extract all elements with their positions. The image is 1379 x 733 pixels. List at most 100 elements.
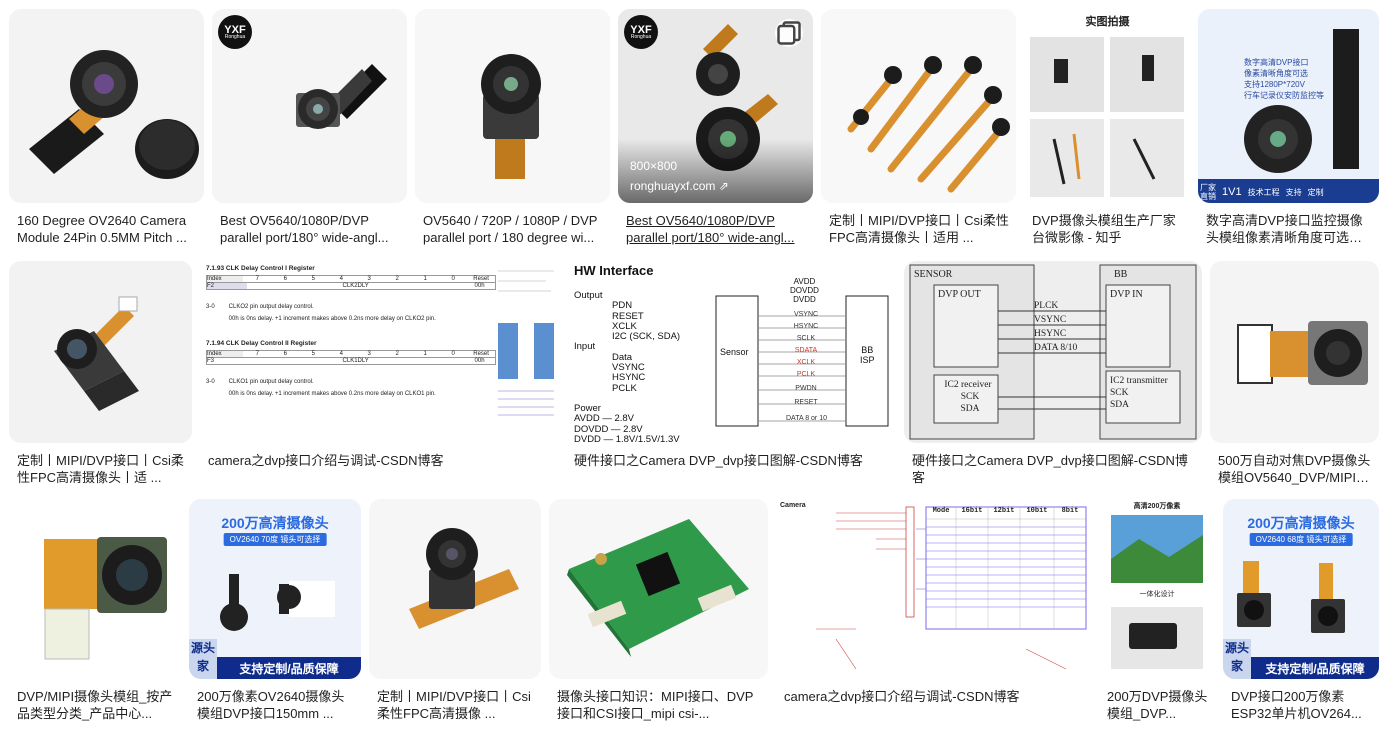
result-thumbnail[interactable]: HW Interface Output PDN RESET XCLK I2C (… (566, 261, 897, 443)
result-thumbnail[interactable] (415, 9, 610, 203)
bb-label: BB (1114, 269, 1128, 280)
pcb-board-image (549, 499, 768, 679)
image-result-3-1[interactable]: DVP/MIPI摄像头模组_按产品类型分类_产品中心... (9, 499, 181, 729)
image-size-label: 800×800 (630, 159, 678, 173)
ad-mid-label: 一体化设计 (1139, 591, 1175, 598)
result-caption[interactable]: 硬件接口之Camera DVP_dvp接口图解-CSDN博客 (912, 453, 1188, 485)
camera-module-image (1210, 261, 1379, 443)
result-caption[interactable]: 定制丨MIPI/DVP接口丨Csi柔性FPC高清摄像头丨适 ... (17, 453, 184, 485)
result-thumbnail[interactable] (9, 499, 181, 679)
image-result-2-3[interactable]: HW Interface Output PDN RESET XCLK I2C (… (566, 261, 897, 491)
result-caption[interactable]: DVP摄像头模组生产厂家 台微影像 - 知乎 (1032, 213, 1176, 245)
image-result-2-1[interactable]: 定制丨MIPI/DVP接口丨Csi柔性FPC高清摄像头丨适 ... (9, 261, 192, 491)
image-result-2-5[interactable]: 500万自动对焦DVP摄像头模组OV5640_DVP/MIPI摄 ... (1210, 261, 1379, 491)
dvp-in-label: DVP IN (1110, 289, 1143, 300)
result-thumbnail[interactable]: 200万高清摄像头 OV2640 68度 镜头可选择 支持定制/品质保障 源头家 (1223, 499, 1379, 679)
ad-side-label: 源头家 (189, 639, 217, 679)
result-caption[interactable]: 摄像头接口知识：MIPI接口、DVP接口和CSI接口_mipi csi-... (557, 689, 754, 721)
image-result-2-2[interactable]: 7.1.93 CLK Delay Control I Register Inde… (200, 261, 558, 491)
side-diagram-image (498, 270, 554, 416)
result-caption[interactable]: 数字高清DVP接口监控摄像头模组像素清晰角度可选支 ... (1206, 213, 1363, 245)
sensor-label: SENSOR (914, 269, 953, 280)
photo-label: 实图拍摄 (1085, 16, 1130, 28)
source-domain-link[interactable]: ronghuayxf.com ⇗ (630, 179, 729, 193)
dvp-block-diagram (909, 264, 1197, 440)
result-thumbnail[interactable]: 200万高清摄像头 OV2640 70度 镜头可选择 支持定制/品质保障 源头家 (189, 499, 361, 679)
dvp-out-label: DVP OUT (938, 289, 981, 300)
camera-module-ad-image (1198, 9, 1379, 203)
result-thumbnail[interactable]: Camera (776, 499, 1091, 679)
image-result-3-2[interactable]: 200万高清摄像头 OV2640 70度 镜头可选择 支持定制/品质保障 源头家… (189, 499, 361, 729)
camera-module-image (189, 499, 361, 679)
image-result-3-3[interactable]: 定制丨MIPI/DVP接口丨Csi柔性FPC高清摄像 ... (369, 499, 541, 729)
result-thumbnail[interactable] (369, 499, 541, 679)
result-caption[interactable]: 200万DVP摄像头模组_DVP... (1107, 689, 1208, 721)
schematic-heading: Camera (780, 502, 806, 509)
image-result-3-4[interactable]: 摄像头接口知识：MIPI接口、DVP接口和CSI接口_mipi csi-... (549, 499, 768, 729)
image-result-3-5[interactable]: Camera (776, 499, 1091, 729)
result-thumbnail[interactable] (1210, 261, 1379, 443)
save-to-collection-button[interactable] (775, 19, 803, 47)
result-caption[interactable]: 硬件接口之Camera DVP_dvp接口图解-CSDN博客 (574, 453, 863, 468)
result-caption[interactable]: OV5640 / 720P / 1080P / DVP parallel por… (423, 213, 598, 245)
result-caption[interactable]: 定制丨MIPI/DVP接口丨Csi柔性FPC高清摄像头丨适用 ... (829, 213, 1009, 245)
result-thumbnail[interactable]: 7.1.93 CLK Delay Control I Register Inde… (200, 261, 558, 443)
result-caption[interactable]: 160 Degree OV2640 Camera Module 24Pin 0.… (17, 213, 187, 245)
image-result-1-3[interactable]: OV5640 / 720P / 1080P / DVP parallel por… (415, 9, 610, 249)
ad-subtitle: OV2640 68度 镜头可选择 (1249, 533, 1353, 546)
result-thumbnail[interactable]: 高清200万像素 一体化设计 (1099, 499, 1215, 679)
image-result-3-7[interactable]: 200万高清摄像头 OV2640 68度 镜头可选择 支持定制/品质保障 源头家… (1223, 499, 1379, 729)
mode-table-header: Mode 16bit 12bit 10bit 8bit (932, 507, 1079, 515)
result-caption[interactable]: DVP接口200万像素ESP32单片机OV264... (1231, 689, 1362, 721)
ad-footer: 支持定制/品质保障 (217, 657, 361, 679)
result-thumbnail[interactable] (821, 9, 1016, 203)
image-result-1-6[interactable]: 实图拍摄 DVP摄像头模组生产厂家 台微影像 - 知乎 (1024, 9, 1191, 249)
result-thumbnail[interactable] (9, 9, 204, 203)
image-result-1-1[interactable]: 160 Degree OV2640 Camera Module 24Pin 0.… (9, 9, 204, 249)
datasheet-excerpt: 7.1.93 CLK Delay Control I Register Inde… (206, 265, 496, 397)
result-caption[interactable]: Best OV5640/1080P/DVP parallel port/180°… (220, 213, 389, 245)
camera-modules-fpc-image (821, 9, 1016, 203)
ad-side-label: 源头家 (1223, 639, 1251, 679)
image-result-1-5[interactable]: 定制丨MIPI/DVP接口丨Csi柔性FPC高清摄像头丨适用 ... (821, 9, 1016, 249)
ad-footer: 厂家直销 1V1 技术工程支持定制 (1200, 183, 1324, 201)
schematic-diagram (816, 506, 1087, 670)
result-caption[interactable]: 定制丨MIPI/DVP接口丨Csi柔性FPC高清摄像 ... (377, 689, 531, 721)
result-caption[interactable]: 200万像素OV2640摄像头模组DVP接口150mm ... (197, 689, 345, 721)
result-caption[interactable]: Best OV5640/1080P/DVP parallel port/180°… (626, 213, 795, 245)
ad-footer: 支持定制/品质保障 (1251, 657, 1379, 679)
sensor-block-label: Sensor (720, 347, 749, 357)
result-thumbnail[interactable] (549, 499, 768, 679)
camera-module-image (9, 499, 181, 679)
result-caption[interactable]: camera之dvp接口介绍与调试-CSDN博客 (784, 689, 1020, 704)
signal-lines: VSYNC HSYNC SCLK SDATA XCLK PCLK PWDN RE… (786, 311, 827, 422)
hw-interface-diagram (715, 295, 889, 427)
ad-top-label: 高清200万像素 (1133, 503, 1181, 510)
diagram-title: HW Interface (574, 263, 654, 278)
result-thumbnail[interactable]: 实图拍摄 (1024, 9, 1191, 203)
hw-signal-list: Output PDN RESET XCLK I2C (SCK, SDA) Inp… (574, 290, 681, 443)
result-caption[interactable]: camera之dvp接口介绍与调试-CSDN博客 (208, 453, 444, 468)
ad-banner-title: 200万高清摄像头 (221, 515, 329, 531)
image-result-3-6[interactable]: 高清200万像素 一体化设计 200万DVP摄像头模组_DVP... (1099, 499, 1215, 729)
result-thumbnail[interactable] (9, 261, 192, 443)
result-caption[interactable]: DVP/MIPI摄像头模组_按产品类型分类_产品中心... (17, 689, 173, 721)
camera-scenery-image (1111, 515, 1203, 669)
result-caption[interactable]: 500万自动对焦DVP摄像头模组OV5640_DVP/MIPI摄 ... (1218, 453, 1371, 485)
